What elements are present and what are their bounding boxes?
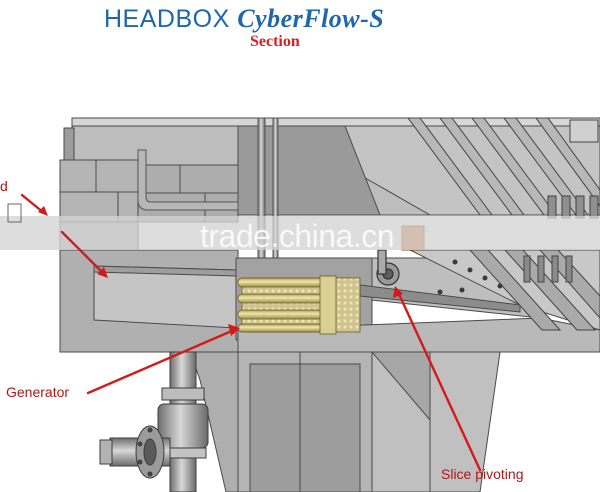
arrowhead-generator bbox=[228, 324, 240, 336]
tube-bank-bar-2 bbox=[439, 117, 525, 216]
watermark-text: trade.china.cn bbox=[200, 218, 395, 254]
housing-top-rim bbox=[71, 117, 600, 127]
bolt-4 bbox=[497, 283, 503, 289]
callout-arrows bbox=[20, 193, 482, 472]
bolt-2 bbox=[467, 267, 473, 273]
support-left-inner bbox=[249, 363, 361, 492]
lower-tooth-4 bbox=[565, 255, 573, 283]
turbulence-generator bbox=[237, 275, 361, 335]
lower-tooth-3 bbox=[551, 255, 559, 283]
callout-label-slice-pivoting: Slice pivoting bbox=[441, 466, 524, 482]
callout-label-cut: d bbox=[0, 178, 8, 194]
arrowhead-slice bbox=[393, 286, 403, 298]
comb-tooth-1 bbox=[547, 195, 557, 219]
lower-tooth-1 bbox=[523, 255, 531, 283]
comb-tooth-4 bbox=[589, 195, 599, 219]
tube-bank-bracket bbox=[569, 119, 599, 143]
comb-tooth-3 bbox=[575, 195, 585, 219]
top-pipe-elbow bbox=[137, 149, 239, 211]
bolt-6 bbox=[437, 289, 443, 295]
title-product-name: CyberFlow-S bbox=[237, 4, 385, 33]
comb-tooth-2 bbox=[561, 195, 571, 219]
inlet-flange-bore bbox=[143, 438, 157, 466]
bolt-1 bbox=[452, 259, 458, 265]
support-gusset bbox=[370, 351, 431, 422]
support-frame-left bbox=[189, 351, 239, 492]
tube-bank-bar-4 bbox=[503, 117, 589, 216]
inlet-pipe bbox=[99, 351, 209, 492]
support-structure bbox=[189, 351, 501, 492]
tube-bank-bar-1 bbox=[407, 117, 493, 216]
bolt-5 bbox=[459, 287, 465, 293]
arrow-line-plate bbox=[60, 230, 106, 276]
title-main-text: HEADBOX bbox=[104, 5, 238, 33]
tube-bank-bar-5 bbox=[535, 117, 600, 207]
generator-tube-4 bbox=[237, 323, 325, 333]
cut-marker-box bbox=[7, 203, 22, 223]
generator-tube-1 bbox=[237, 277, 325, 288]
slice-pivot bbox=[376, 249, 400, 286]
arrow-line-slice bbox=[396, 290, 482, 472]
page-subtitle: Section bbox=[250, 33, 300, 50]
generator-tube-2 bbox=[237, 293, 325, 304]
generator-tube-end bbox=[319, 275, 337, 335]
watermark-band bbox=[0, 216, 600, 250]
page-title: HEADBOX CyberFlow-S bbox=[104, 4, 384, 34]
right-lower-beams bbox=[468, 249, 600, 331]
right-plate-bolts bbox=[437, 259, 503, 295]
callout-arrowheads bbox=[38, 206, 403, 336]
bolt-3 bbox=[482, 275, 488, 281]
arrow-line-generator bbox=[86, 328, 236, 395]
lower-tooth-2 bbox=[537, 255, 545, 283]
right-top-tube-bank bbox=[407, 117, 600, 216]
arrowhead-cut bbox=[38, 206, 48, 216]
callout-label-generator: Generator bbox=[6, 384, 70, 400]
generator-tube-3 bbox=[237, 309, 325, 320]
arrowhead-plate bbox=[97, 267, 108, 278]
inlet-flange-top bbox=[161, 387, 205, 401]
inlet-pipe-left bbox=[99, 439, 113, 465]
